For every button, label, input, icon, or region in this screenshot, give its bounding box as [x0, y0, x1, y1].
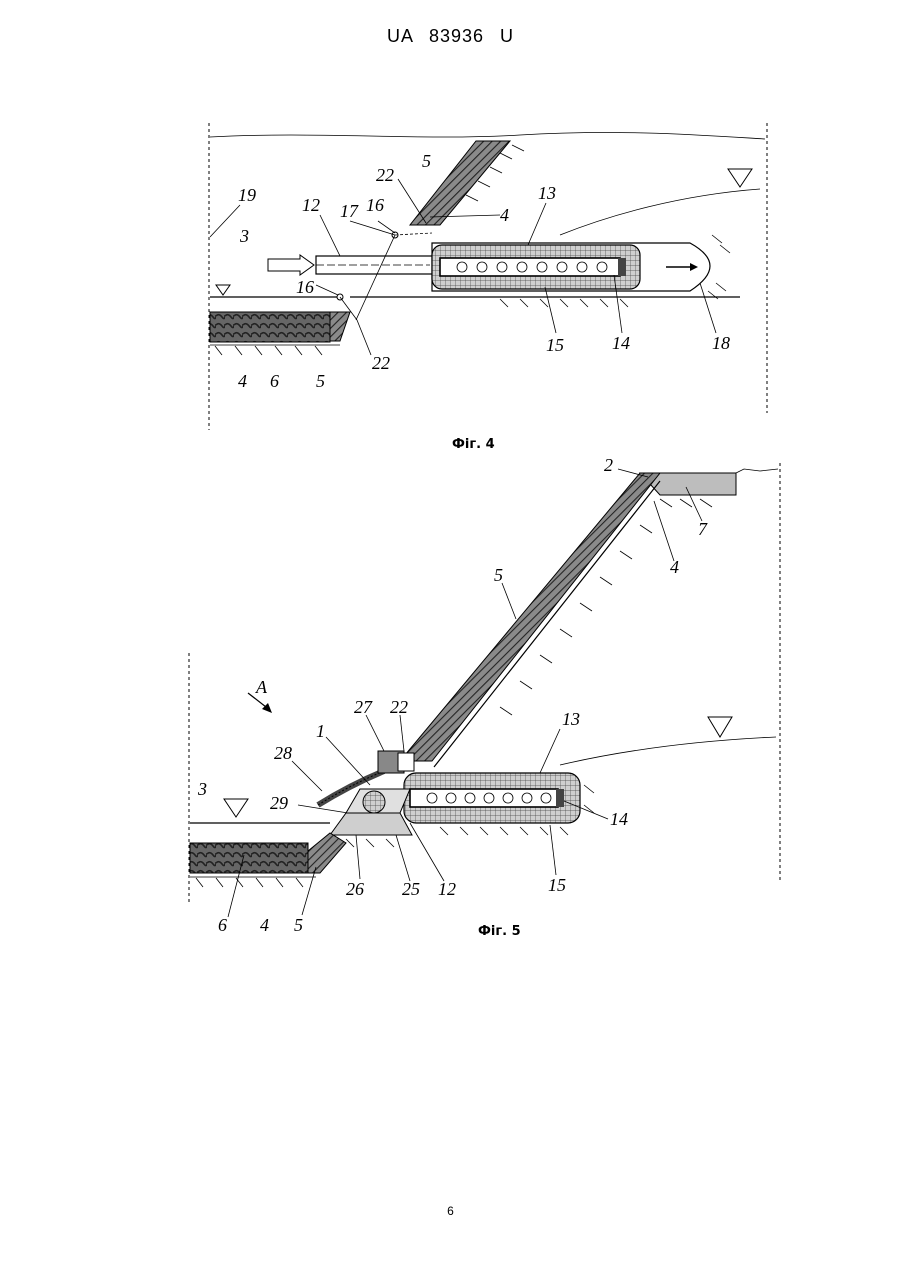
label-4-bottom-5: 4 [260, 915, 269, 935]
slope-toe [330, 312, 350, 341]
label-12: 12 [302, 195, 320, 215]
label-13-5: 13 [562, 709, 580, 729]
embankment-slope-5 [400, 473, 660, 761]
anchor-block-25 [330, 813, 412, 835]
label-12-5: 12 [438, 879, 456, 899]
roller-1 [363, 791, 385, 813]
slope-base-4 [434, 481, 660, 767]
label-14-5: 14 [610, 809, 628, 829]
label-4-top-5: 4 [670, 557, 679, 577]
label-16-bottom: 16 [296, 277, 314, 297]
label-a: A [255, 677, 268, 697]
label-19: 19 [238, 185, 256, 205]
bottom-ground-ticks [215, 346, 322, 355]
label-5-top-5: 5 [494, 565, 503, 585]
figure-5-caption: Фіг. 5 [478, 924, 521, 939]
bracket-22 [398, 753, 414, 771]
label-22-5: 22 [390, 697, 408, 717]
patent-number: UA 83936 U [0, 26, 901, 47]
label-28: 28 [274, 743, 292, 763]
label-5-top: 5 [422, 151, 431, 171]
water-level-triangle-left [216, 285, 230, 295]
figure-4-caption: Фіг. 4 [452, 437, 495, 452]
figure-4-drawing: 19 3 12 17 16 22 5 4 13 16 4 6 5 22 15 1… [0, 115, 901, 435]
bottom-layer-6 [210, 312, 330, 342]
ground-surface-line [210, 132, 765, 139]
label-3: 3 [239, 226, 249, 246]
label-4-bottom: 4 [238, 371, 247, 391]
water-surface-right [560, 189, 760, 235]
label-17: 17 [340, 201, 359, 221]
water-level-triangle-left-5 [224, 799, 248, 817]
end-cap-14 [618, 258, 626, 276]
end-cap-14-fig5 [556, 789, 564, 807]
label-6: 6 [270, 371, 279, 391]
label-5-bottom-5: 5 [294, 915, 303, 935]
label-18: 18 [712, 333, 730, 353]
figure-5-drawing: 2 7 4 5 A 27 22 1 28 13 3 29 14 15 6 4 5… [0, 455, 901, 925]
label-15: 15 [546, 335, 564, 355]
label-1: 1 [316, 721, 325, 741]
label-22-bottom: 22 [372, 353, 390, 373]
water-level-triangle-right [728, 169, 752, 187]
water-surface-right-5 [560, 737, 776, 765]
label-29: 29 [270, 793, 288, 813]
label-13: 13 [538, 183, 556, 203]
cable-22-top [395, 233, 432, 235]
label-16-top: 16 [366, 195, 384, 215]
label-14: 14 [612, 333, 630, 353]
bottom-layer-6-fig5 [190, 843, 308, 873]
label-6-5: 6 [218, 915, 227, 935]
label-3-5: 3 [197, 779, 207, 799]
water-level-triangle-right-5 [708, 717, 732, 737]
crest-surface-line [736, 469, 778, 473]
label-4-top: 4 [500, 205, 509, 225]
flow-arrow-in-icon [268, 255, 314, 275]
label-25: 25 [402, 879, 420, 899]
slope-toe-5 [308, 833, 346, 873]
label-26: 26 [346, 879, 364, 899]
label-5-bottom: 5 [316, 371, 325, 391]
label-22-top: 22 [376, 165, 394, 185]
brace-line [356, 235, 395, 320]
page-number: 6 [0, 1204, 901, 1218]
label-7: 7 [698, 519, 708, 539]
label-27: 27 [354, 697, 373, 717]
label-15-5: 15 [548, 875, 566, 895]
label-2: 2 [604, 455, 613, 475]
